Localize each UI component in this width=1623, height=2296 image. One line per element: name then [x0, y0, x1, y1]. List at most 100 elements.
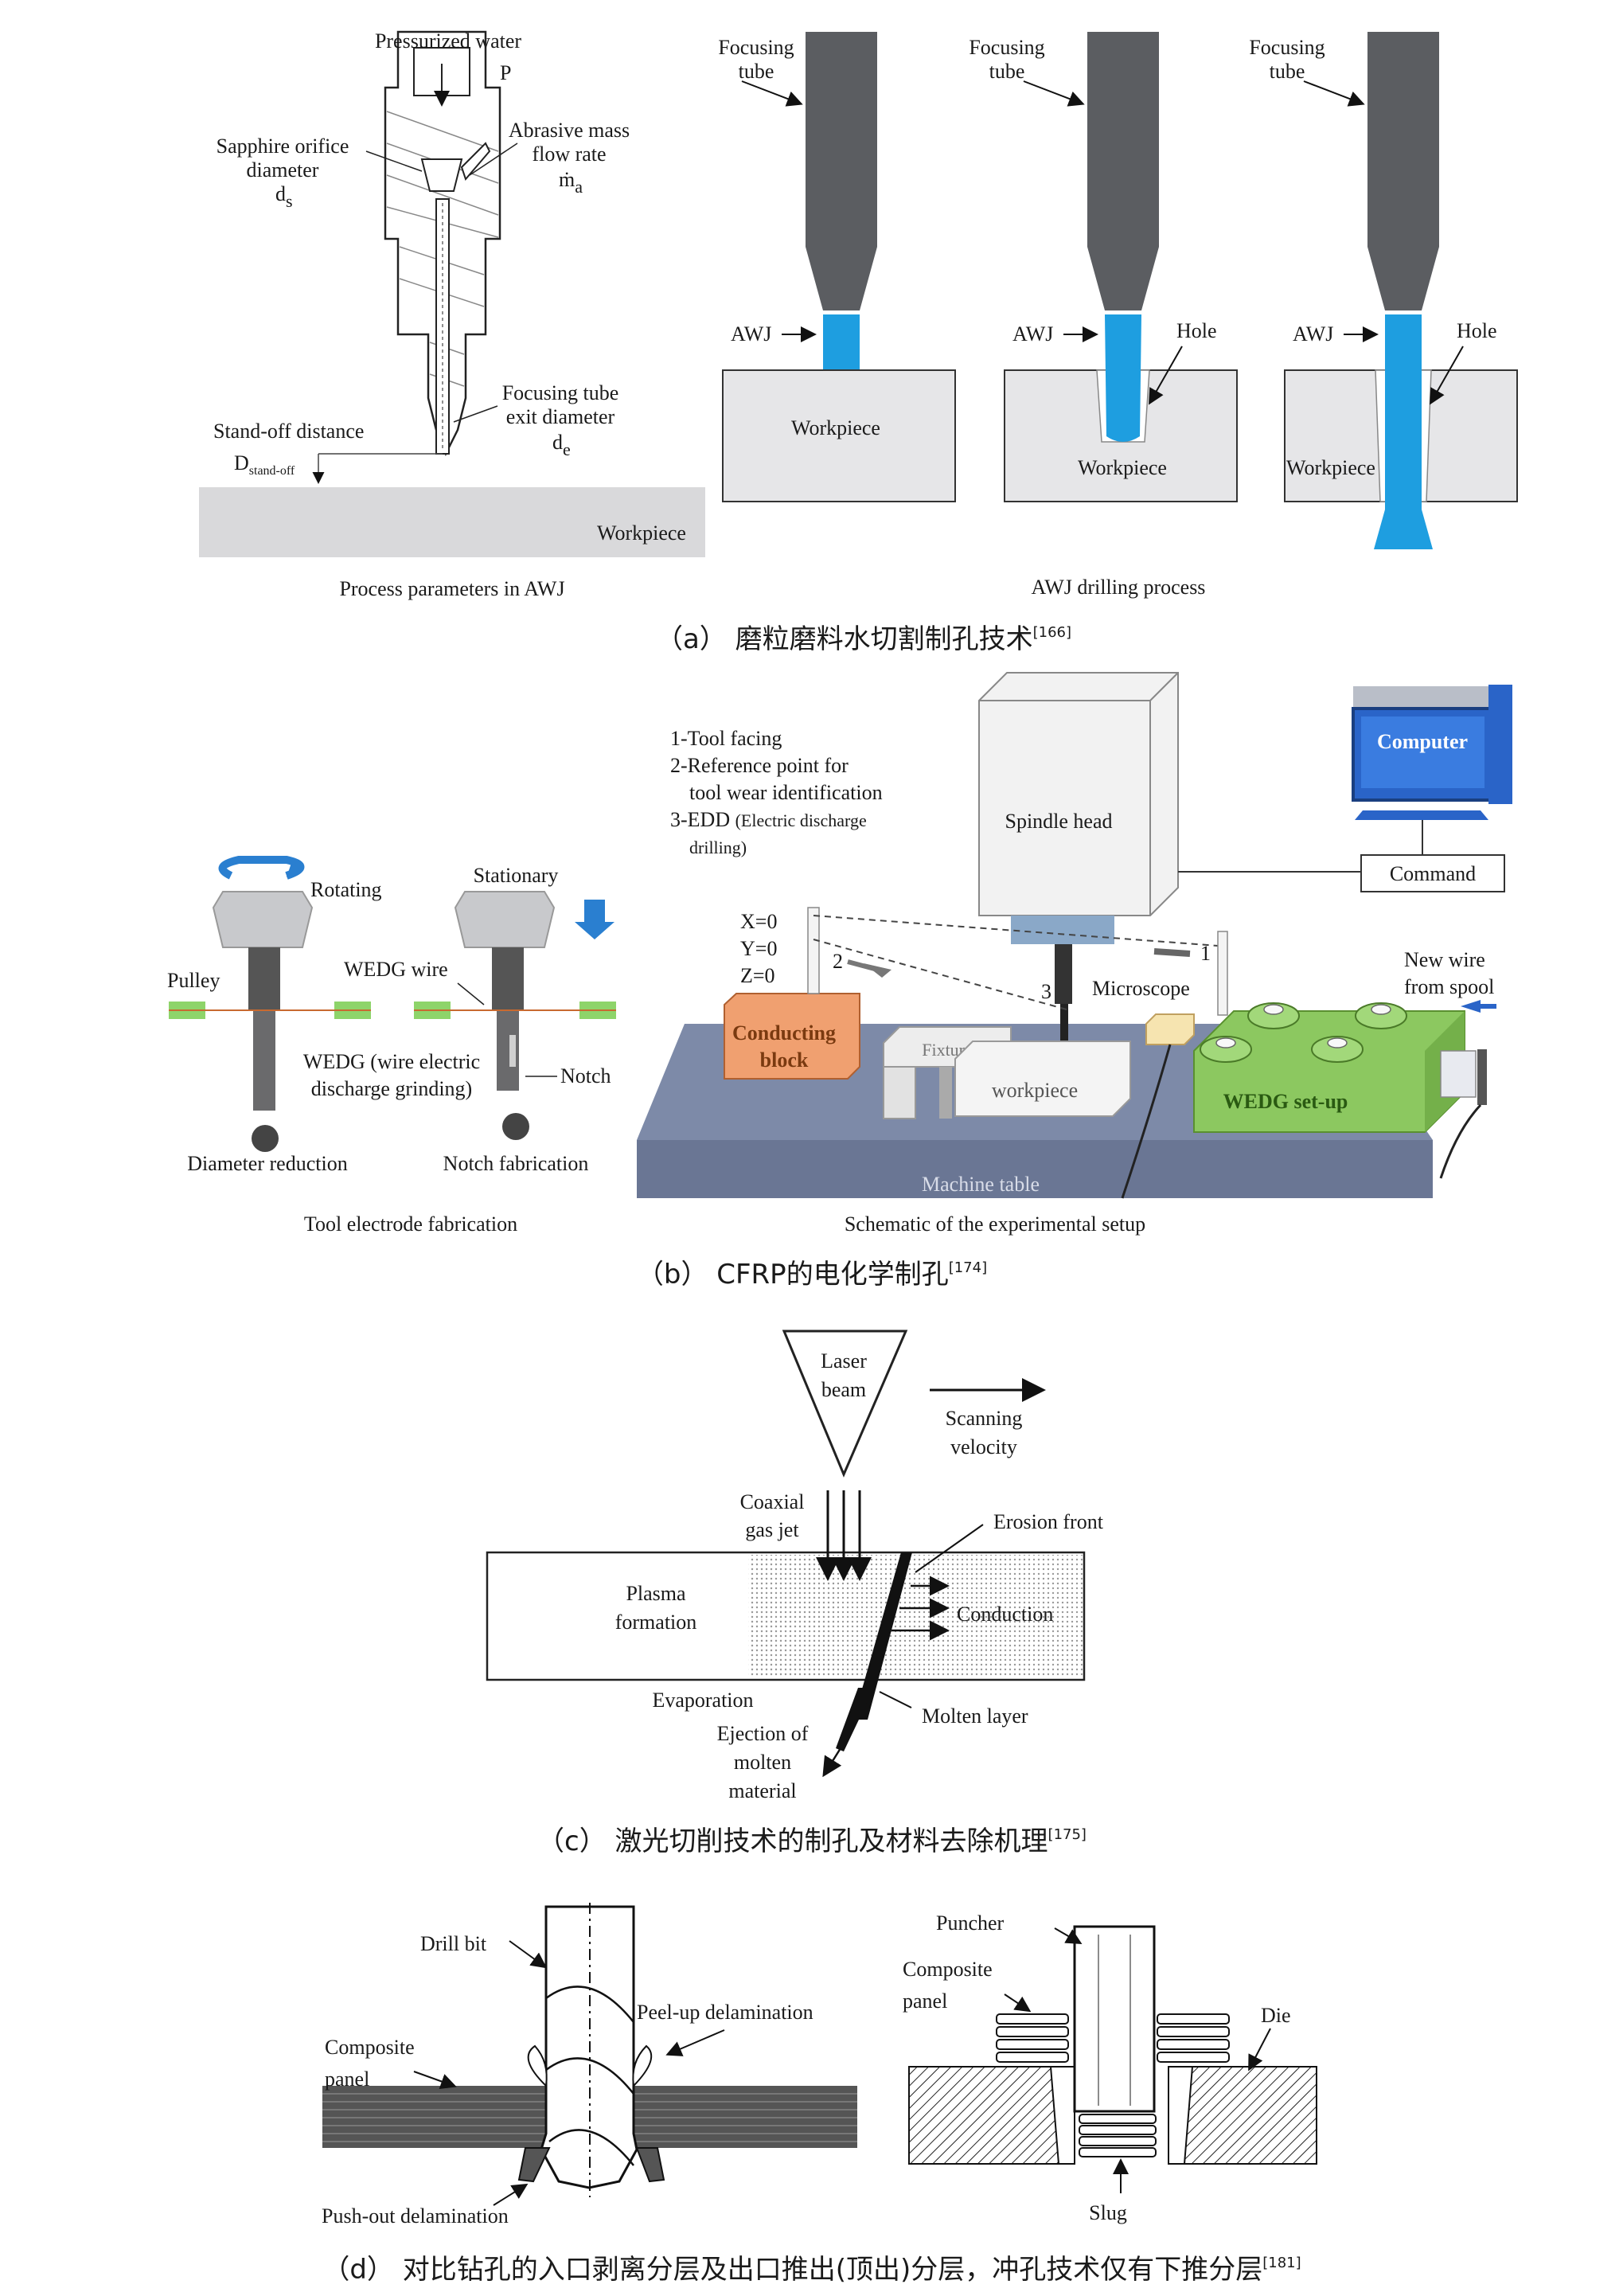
label-coaxial-2: gas jet	[745, 1518, 799, 1541]
workpiece-box: workpiece	[954, 1041, 1131, 1117]
label-notch: Notch	[560, 1064, 611, 1087]
subtitle-experimental-setup: Schematic of the experimental setup	[845, 1212, 1145, 1236]
subtitle-awj-drilling: AWJ drilling process	[1032, 576, 1206, 599]
label-wedg-setup: WEDG set-up	[1223, 1090, 1348, 1113]
label-pulley: Pulley	[167, 969, 220, 992]
molten-channel	[853, 1552, 912, 1720]
label-abrasive-2: flow rate	[532, 143, 606, 166]
caption-c: （c） 激光切削技术的制孔及材料去除机理[175]	[537, 1825, 1087, 1857]
label-awj-2: AWJ	[1012, 322, 1053, 346]
label-push-out: Push-out delamination	[322, 2204, 509, 2228]
label-machine-table: Machine table	[922, 1173, 1040, 1196]
label-sapphire-2: diameter	[247, 158, 319, 182]
panel-d: Drill bit Peel-up delamination Composite…	[322, 1903, 1317, 2286]
label-pressurized-water: Pressurized water	[375, 29, 521, 53]
label-scanning-1: Scanning	[946, 1407, 1023, 1430]
stage-3: Focusing tube AWJ Hole Workpiece	[1249, 32, 1518, 549]
orifice	[420, 158, 463, 192]
list-item-1: 1-Tool facing	[670, 727, 782, 750]
stage-1: Focusing tube AWJ Workpiece	[718, 32, 956, 502]
label-y0: Y=0	[740, 937, 777, 960]
caption-b: （b） CFRP的电化学制孔[174]	[637, 1259, 987, 1291]
stationary-nut	[454, 891, 556, 948]
diameter-reduction-dot	[252, 1125, 279, 1152]
label-conducting-2: block	[760, 1048, 809, 1072]
label-composite-1-right: Composite	[903, 1958, 993, 1981]
label-rotating: Rotating	[310, 878, 382, 901]
slug	[1079, 2114, 1157, 2157]
die-right	[1168, 2066, 1317, 2165]
label-hole-3: Hole	[1457, 319, 1497, 342]
stage-2: Focusing tube AWJ Hole Workpiece	[969, 32, 1238, 502]
die-left	[908, 2066, 1075, 2165]
label-laser-1: Laser	[821, 1349, 867, 1373]
label-focusing-1: Focusing tube	[502, 381, 619, 404]
microscope-body	[1145, 1013, 1195, 1045]
label-focusing-tube-1b: tube	[739, 60, 774, 83]
caption-d: （d） 对比钻孔的入口剥离分层及出口推出(顶出)分层，冲孔技术仅有下推分层[18…	[322, 2254, 1301, 2286]
conducting-block: Conducting block	[724, 907, 860, 1080]
label-plasma-2: formation	[615, 1611, 697, 1634]
label-microscope: Microscope	[1092, 977, 1190, 1000]
label-pressure-p: P	[500, 61, 511, 84]
label-focusing-tube-1a: Focusing	[718, 36, 794, 59]
label-ejection-2: molten	[734, 1751, 791, 1774]
label-n1: 1	[1200, 942, 1211, 965]
label-x0: X=0	[740, 910, 777, 933]
puncher	[1073, 1925, 1156, 2113]
label-spindle-head: Spindle head	[1005, 810, 1112, 833]
list-item-3c: drilling)	[689, 838, 747, 857]
label-standoff-1: Stand-off distance	[213, 420, 364, 443]
composite-panel-right	[996, 2013, 1230, 2063]
label-wedg-2: discharge grinding)	[311, 1077, 472, 1100]
label-slug: Slug	[1089, 2201, 1127, 2224]
workpiece-block	[199, 487, 705, 557]
label-plasma-1: Plasma	[626, 1582, 686, 1605]
label-computer: Computer	[1377, 730, 1468, 753]
label-molten-layer: Molten layer	[922, 1704, 1028, 1728]
command-box	[1360, 854, 1505, 892]
label-evaporation: Evaporation	[652, 1689, 753, 1712]
label-sapphire-1: Sapphire orifice	[217, 135, 349, 158]
label-sapphire-3: ds	[275, 182, 293, 211]
label-conducting-1: Conducting	[732, 1021, 836, 1045]
experimental-setup: Machine table Spindle head Computer	[637, 672, 1512, 1236]
panel-b: Rotating Stationary Pulley WEDG wire WED…	[167, 672, 1512, 1291]
label-hole-2: Hole	[1176, 319, 1217, 342]
label-new-wire-2: from spool	[1404, 975, 1494, 998]
label-peel-up: Peel-up delamination	[637, 2001, 813, 2024]
label-laser-2: beam	[821, 1378, 866, 1401]
label-die: Die	[1261, 2004, 1291, 2027]
notch-fabrication-dot	[502, 1113, 529, 1140]
rotating-nut	[212, 891, 314, 948]
awj-nozzle-diagram: Pressurized water P Sapphire orifice dia…	[199, 29, 705, 600]
list-item-2: 2-Reference point for	[670, 754, 849, 777]
label-focusing-tube-3b: tube	[1270, 60, 1305, 83]
subtitle-tool-electrode: Tool electrode fabrication	[304, 1212, 517, 1236]
label-coaxial-1: Coaxial	[740, 1490, 805, 1513]
label-abrasive-3: ṁa	[559, 168, 583, 197]
label-awj-1: AWJ	[731, 322, 771, 346]
stage-1-workpiece	[722, 369, 956, 502]
label-focusing-tube-2a: Focusing	[969, 36, 1044, 59]
list-item-3: 3-EDD (Electric discharge	[670, 808, 867, 831]
label-n3: 3	[1041, 980, 1051, 1003]
label-workpiece-b: workpiece	[992, 1079, 1078, 1102]
computer: Computer	[1352, 685, 1512, 855]
label-focusing-3: de	[552, 431, 571, 459]
label-workpiece-1: Workpiece	[791, 416, 880, 439]
label-stationary: Stationary	[474, 864, 559, 887]
label-diameter-reduction: Diameter reduction	[187, 1152, 347, 1175]
subtitle-process-parameters: Process parameters in AWJ	[339, 577, 564, 600]
label-n2: 2	[833, 950, 843, 973]
tool-electrode-fabrication: Rotating Stationary Pulley WEDG wire WED…	[167, 856, 616, 1236]
label-focusing-2: exit diameter	[506, 405, 615, 428]
label-command: Command	[1390, 862, 1476, 885]
label-ejection-3: material	[728, 1779, 796, 1802]
punching-diagram: Puncher Composite panel Die Slug	[903, 1911, 1317, 2224]
label-erosion-front: Erosion front	[993, 1510, 1104, 1533]
label-puncher: Puncher	[936, 1911, 1005, 1935]
label-new-wire-1: New wire	[1404, 948, 1485, 971]
label-focusing-tube-2b: tube	[989, 60, 1025, 83]
